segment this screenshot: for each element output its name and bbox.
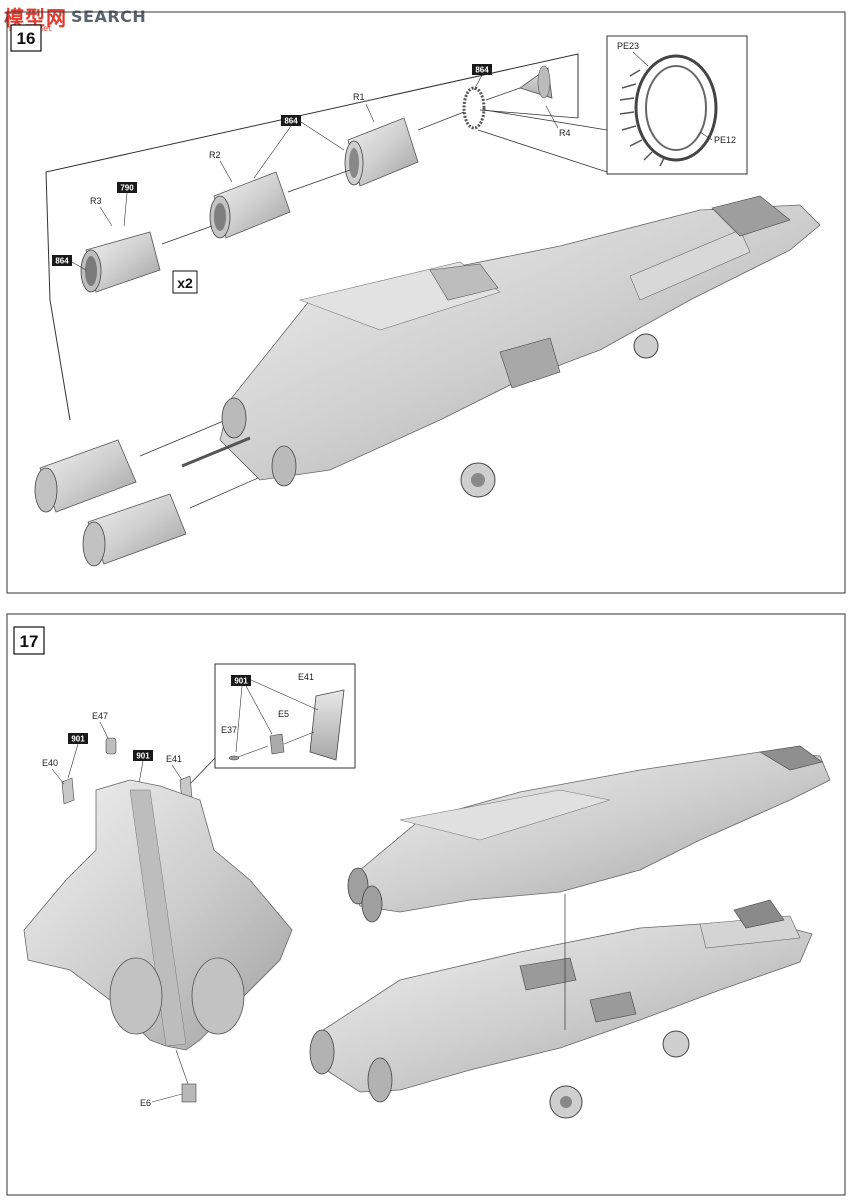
small-part-e6 [181, 1083, 197, 1103]
svg-text:901: 901 [234, 677, 248, 686]
label-pe23: PE23 [617, 41, 639, 51]
pe-detail-box [606, 35, 748, 175]
label-e37: E37 [221, 725, 237, 735]
part-r4-cone [462, 65, 553, 130]
step-17-number-box [13, 626, 45, 655]
part-r1-tube [344, 117, 419, 187]
svg-text:864: 864 [475, 66, 489, 75]
step-17-number: 17 [20, 632, 39, 651]
step-16-number-box [10, 24, 42, 52]
multiplier-x2: x2 [177, 275, 193, 291]
paint-tag-790: 790 [117, 182, 137, 193]
label-e47: E47 [92, 711, 108, 721]
step-17-frame [6, 613, 846, 1196]
label-e40: E40 [42, 758, 58, 768]
assembly-arrows-16 [139, 87, 521, 509]
small-part-e47 [105, 737, 117, 755]
step-16-frame [6, 11, 846, 594]
svg-text:864: 864 [55, 257, 69, 266]
pe-detail-leader-2 [484, 109, 608, 131]
label-e6: E6 [140, 1098, 151, 1108]
step-16-callout-outline [45, 53, 579, 421]
paint-tag-901-c: 901 [133, 750, 153, 761]
part-e41-panel [309, 689, 345, 761]
spare-nozzle-left-top [34, 439, 137, 513]
step-16-callout-edge [479, 109, 579, 119]
paint-tag-864-c: 864 [472, 64, 492, 75]
label-r2: R2 [209, 150, 221, 160]
multiplier-box [172, 270, 198, 294]
aircraft-top-17 [347, 745, 831, 923]
paint-tag-901-a: 901 [231, 675, 251, 686]
spare-nozzle-left-bottom [82, 493, 187, 567]
label-r4: R4 [559, 128, 571, 138]
aircraft-underside-17 [23, 779, 293, 1085]
part-r3-nozzle [80, 231, 161, 293]
label-e41-detail: E41 [298, 672, 314, 682]
aircraft-bottom-17 [309, 899, 813, 1119]
label-r3: R3 [90, 196, 102, 206]
step-16-panel: 16 PE23 PE12 [6, 11, 846, 594]
label-e41: E41 [166, 754, 182, 764]
aircraft-body-16 [181, 195, 821, 498]
label-pe12: PE12 [714, 135, 736, 145]
label-e5: E5 [278, 709, 289, 719]
paint-tag-864-b: 864 [281, 115, 301, 126]
pe-detail-leader [477, 129, 608, 173]
part-e37 [228, 755, 240, 761]
svg-text:901: 901 [71, 735, 85, 744]
step-17-panel: 17 901 E41 E5 E37 E47 E40 E41 E6 90 [6, 613, 846, 1196]
paint-tag-901-b: 901 [68, 733, 88, 744]
small-part-e40 [61, 777, 75, 805]
paint-tag-864-a: 864 [52, 255, 72, 266]
part-r2-nozzle [209, 171, 291, 239]
svg-text:790: 790 [120, 184, 134, 193]
svg-text:864: 864 [284, 117, 298, 126]
label-r1: R1 [353, 92, 365, 102]
pe-ring-icon [619, 54, 718, 167]
part-e5 [269, 733, 285, 755]
svg-text:901: 901 [136, 752, 150, 761]
step-16-number: 16 [17, 29, 36, 48]
